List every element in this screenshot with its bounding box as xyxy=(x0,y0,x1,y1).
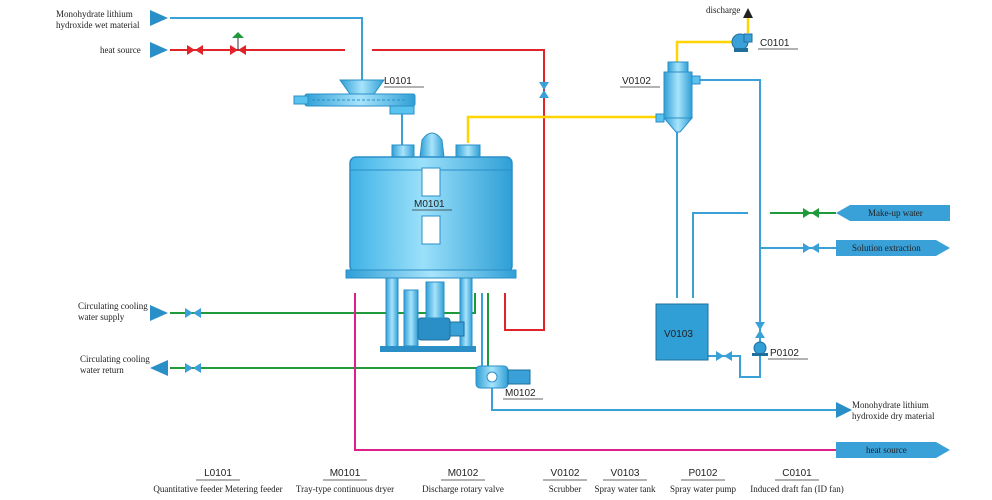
spray-water-tank xyxy=(655,303,709,361)
legend-description: Tray-type continuous dryer xyxy=(296,484,394,494)
legend-description: Spray water tank xyxy=(595,484,656,494)
heat-source-out-flag xyxy=(836,442,950,458)
tank-outlet-valve xyxy=(716,351,732,361)
legend-description: Induced draft fan (ID fan) xyxy=(750,484,843,494)
heat-inlet-valve xyxy=(539,82,549,98)
solution-extraction-flag xyxy=(836,240,950,256)
makeup-water-to-tank-pipe xyxy=(692,212,748,298)
id-fan xyxy=(731,33,753,52)
legend-code: P0102 xyxy=(689,468,718,479)
label-cooling-return: Circulating cooling water return xyxy=(80,354,152,375)
cooling-supply-valve-1 xyxy=(185,308,201,318)
makeup-water-valve xyxy=(803,208,819,218)
legend-code: V0102 xyxy=(551,468,580,479)
tag-v0103: V0103 xyxy=(664,329,693,340)
exhaust-gas-pipe xyxy=(466,115,660,143)
pump-discharge-valve xyxy=(755,322,765,338)
legend-description: Quantitative feeder Metering feeder xyxy=(153,484,282,494)
heat-source-in-arrow xyxy=(150,42,168,58)
label-solution-extraction: Solution extraction xyxy=(852,243,921,253)
legend-code: M0102 xyxy=(448,468,479,479)
label-discharge: discharge xyxy=(706,5,740,15)
solution-extraction-valve xyxy=(803,243,819,253)
cooling-supply-pipe xyxy=(170,293,476,314)
label-makeup-water: Make-up water xyxy=(868,208,923,218)
tag-m0102: M0102 xyxy=(505,388,536,399)
tag-p0102: P0102 xyxy=(770,348,799,359)
condensate-pipe xyxy=(354,293,836,451)
spray-water-pipe xyxy=(694,79,761,378)
cooling-supply-arrow xyxy=(150,305,168,321)
discharge-arrow xyxy=(743,8,753,18)
spray-water-pump xyxy=(752,341,768,356)
tag-c0101: C0101 xyxy=(760,38,790,49)
makeup-water-flag xyxy=(836,205,950,221)
rotary-valve xyxy=(475,365,531,389)
scrubber-to-fan-pipe xyxy=(675,40,733,62)
cooling-return-arrow xyxy=(150,360,168,376)
heat-control-valve xyxy=(230,32,246,55)
legend-description: Spray water pump xyxy=(670,484,736,494)
tag-v0102: V0102 xyxy=(622,76,651,87)
dry-material-arrow xyxy=(836,402,852,418)
tag-l0101: L0101 xyxy=(384,76,412,87)
heat-valve xyxy=(187,45,203,55)
tray-dryer xyxy=(345,132,517,352)
legend-code: C0101 xyxy=(782,468,812,479)
metering-feeder xyxy=(293,79,416,115)
tag-m0101: M0101 xyxy=(414,199,445,210)
wet-material-arrow xyxy=(150,10,168,26)
label-wet-material: Monohydrate lithium hydroxide wet materi… xyxy=(56,9,140,30)
label-dry-material: Monohydrate lithium hydroxide dry materi… xyxy=(852,400,935,421)
label-heat-source-in: heat source xyxy=(100,45,141,55)
legend-description: Scrubber xyxy=(549,484,582,494)
legend-code: L0101 xyxy=(204,468,232,479)
legend-description: Discharge rotary valve xyxy=(422,484,504,494)
heat-source-pipe-right xyxy=(372,49,545,331)
dry-product-pipe xyxy=(491,388,836,411)
label-heat-source-out: heat source xyxy=(866,445,907,455)
scrubber xyxy=(655,61,701,133)
label-cooling-supply: Circulating cooling water supply xyxy=(78,301,150,322)
legend-code: M0101 xyxy=(330,468,361,479)
legend-code: V0103 xyxy=(611,468,640,479)
wet-material-feed-pipe xyxy=(170,17,363,80)
cooling-return-valve-1 xyxy=(185,363,201,373)
